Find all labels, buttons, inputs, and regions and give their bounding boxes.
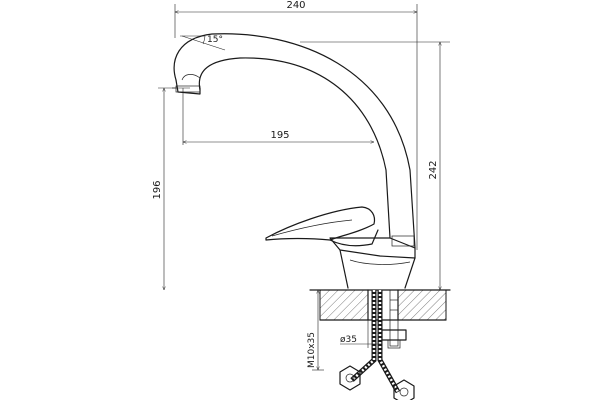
overall-width-label: 240 [286, 0, 305, 11]
spout-height-label: 196 [152, 180, 163, 199]
spout-reach-label: 195 [270, 130, 289, 141]
dimension-hole-diameter: ø35 [340, 320, 382, 348]
hose-nut-right [393, 379, 415, 400]
hose-nut-left [339, 365, 361, 391]
supply-hoses [339, 290, 415, 400]
thread-size-label: M10x35 [307, 332, 317, 368]
dimension-overall-width: 240 [174, 0, 418, 250]
overall-height-label: 242 [428, 160, 439, 179]
dimension-spout-reach: 195 [182, 88, 374, 145]
faucet-lower-body [329, 235, 416, 289]
dimension-thread: M10x35 [307, 289, 324, 371]
hole-diameter-label: ø35 [340, 335, 357, 345]
spout-angle-label: 15° [207, 35, 223, 45]
faucet-lever-handle [265, 206, 379, 247]
dimension-overall-height: 242 [300, 41, 450, 290]
faucet-spout [172, 33, 416, 249]
mounting-hardware [381, 289, 407, 349]
dimension-spout-height: 196 [152, 87, 190, 290]
